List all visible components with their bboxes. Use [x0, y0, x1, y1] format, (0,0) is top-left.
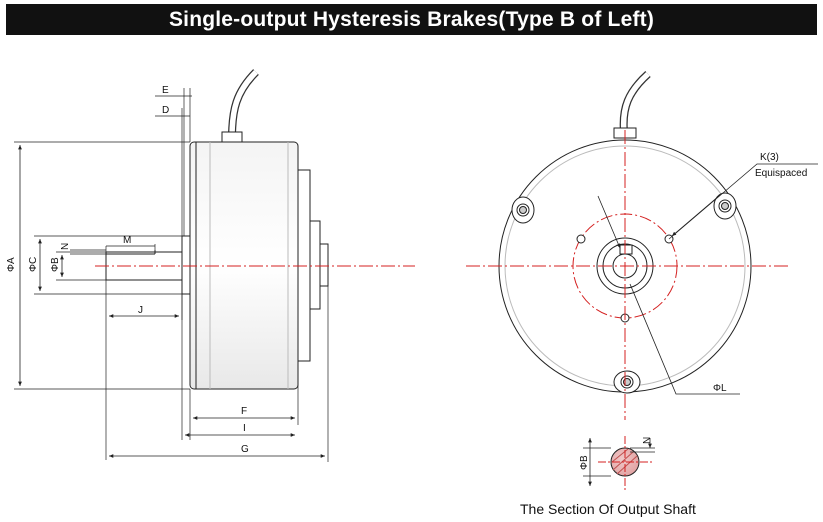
mounting-lug-left [511, 196, 535, 224]
label-section-n: N [642, 437, 653, 444]
side-view [14, 69, 415, 462]
label-e: E [162, 85, 169, 96]
label-equispaced: Equispaced [755, 168, 807, 179]
label-phi-a: ΦA [6, 257, 17, 272]
l-leader [629, 283, 740, 395]
label-j: J [138, 305, 143, 316]
rear-cap [319, 243, 329, 287]
label-k: K(3) [760, 152, 779, 163]
title-bar: Single-output Hysteresis Brakes(Type B o… [6, 4, 817, 35]
label-d: D [162, 105, 169, 116]
shaft-key [619, 244, 633, 255]
label-n: N [60, 243, 71, 250]
front-view [466, 71, 818, 420]
shaft-section [583, 436, 655, 490]
tapped-hole-left [576, 234, 586, 244]
section-caption: The Section Of Output Shaft [520, 501, 696, 517]
front-flange [181, 235, 191, 295]
mounting-lug-bottom [613, 370, 641, 394]
label-section-phi-b: ΦB [579, 455, 590, 470]
cable-gland [221, 131, 243, 143]
cable-inner [229, 70, 258, 139]
label-i: I [243, 423, 246, 434]
rear-hub [309, 220, 321, 310]
labels: E D ΦA ΦC ΦB N M J F I G K(3) Equispaced… [6, 85, 807, 517]
page-title: Single-output Hysteresis Brakes(Type B o… [168, 7, 655, 31]
mounting-lug-right [713, 192, 737, 220]
label-phi-l: ΦL [713, 383, 727, 394]
label-phi-b: ΦB [50, 257, 61, 272]
label-phi-c: ΦC [28, 257, 39, 272]
label-f: F [241, 406, 247, 417]
label-g: G [241, 444, 249, 455]
label-m: M [123, 235, 131, 246]
